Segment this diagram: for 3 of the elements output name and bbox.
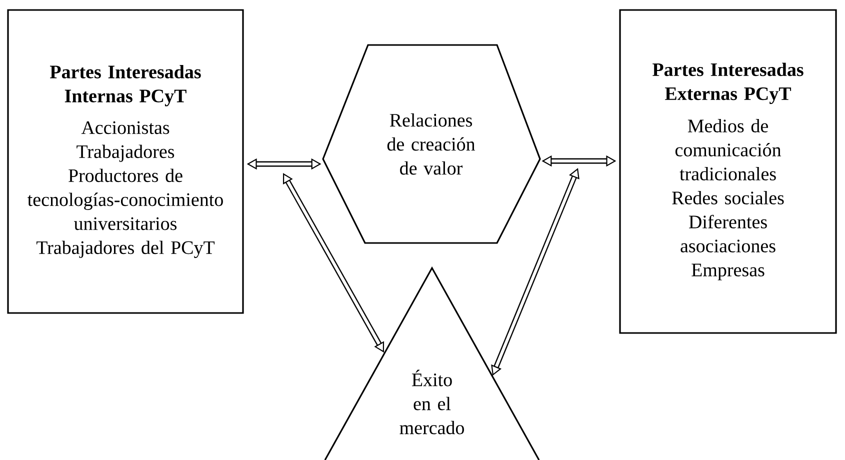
hexagon: Relaciones de creación de valor <box>322 44 541 244</box>
stakeholder-box: Partes Interesadas Internas PCyT Accionistas Trabajadores Productores de tecnologías-conocimiento universitarios Trabajadores del PCyT <box>7 9 244 314</box>
stakeholder-box: Partes Interesadas Externas PCyT Medios de comunicación tradicionales Redes sociales Diferentes asociaciones Empresas <box>619 9 837 334</box>
